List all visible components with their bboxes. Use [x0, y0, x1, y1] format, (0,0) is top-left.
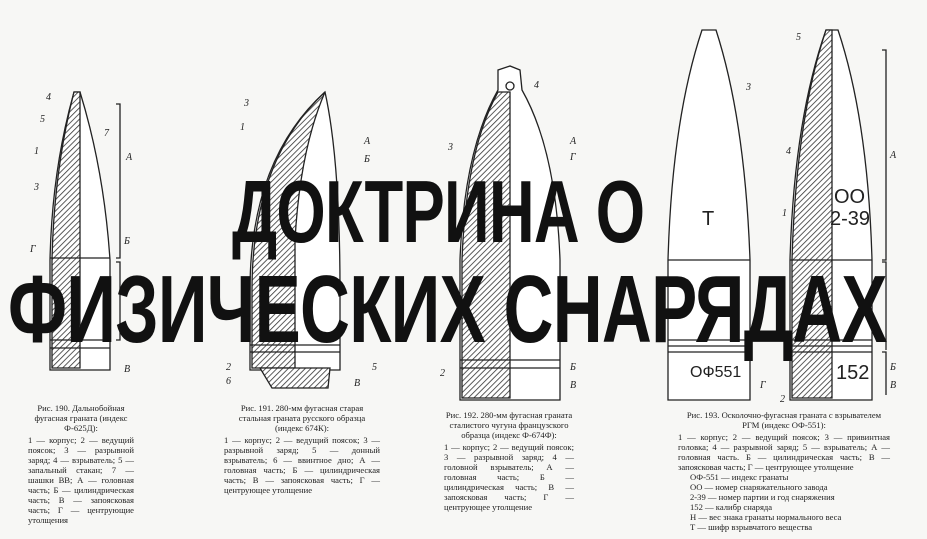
caption-legend: 1 — корпус; 2 — ведущий поясок; 3 — разр… [444, 442, 574, 512]
drawing-label: 3 [244, 98, 249, 109]
shell-marking: ОО [834, 186, 866, 208]
drawing-label: В [570, 380, 577, 391]
drawing-label: А [890, 150, 897, 161]
drawing-label: Б [890, 362, 896, 373]
drawing-label: 7 [104, 128, 109, 139]
drawing-label: 4 [46, 92, 51, 103]
caption-legend: 1 — корпус; 2 — ведущий поясок; 3 — разр… [224, 435, 380, 495]
shell-drawing-192 [459, 65, 561, 401]
caption-fig-191: Рис. 191. 280-мм фугасная старая стальна… [224, 403, 380, 495]
drawing-label: 4 [534, 80, 539, 91]
marking-item: 152 — калибр снаряда [690, 502, 773, 512]
marking-item: 2-39 — номер партии и год снаряжения [690, 492, 835, 502]
marking-legend: ОФ-551 — индекс гранаты ОО — номер снаря… [678, 472, 890, 532]
caption-legend: 1 — корпус; 2 — ведущий поясок; 3 — разр… [28, 435, 134, 525]
shell-drawing-193 [667, 29, 887, 401]
drawing-label: 2 [440, 368, 445, 379]
drawing-label: 1 [240, 122, 245, 133]
caption-heading: Рис. 190. Дальнобойная фугасная граната … [34, 403, 128, 433]
caption-heading: Рис. 191. 280-мм фугасная старая стальна… [238, 403, 366, 433]
title-line-1: ДОКТРИНА О [232, 162, 645, 261]
drawing-label: 2 [780, 394, 785, 405]
marking-item: ОО — номер снаряжательного завода [690, 482, 828, 492]
shell-marking: 2-39 [830, 208, 871, 230]
drawing-label: 3 [34, 182, 39, 193]
marking-item: ОФ-551 — индекс гранаты [690, 472, 789, 482]
drawing-label: А [364, 136, 371, 147]
drawing-label: 5 [372, 362, 377, 373]
drawing-label: 5 [40, 114, 45, 125]
marking-item: Т — шифр взрывчатого вещества [690, 522, 813, 532]
drawing-label: Г [570, 152, 576, 163]
drawing-label: А [570, 136, 577, 147]
caption-heading: Рис. 192. 280-мм фугасная граната сталис… [445, 410, 573, 440]
drawing-label: 2 [226, 362, 231, 373]
drawing-label: 3 [448, 142, 453, 153]
caption-fig-193: Рис. 193. Осколочно-фугасная граната с в… [678, 410, 890, 532]
shell-marking: 152 [836, 362, 870, 384]
drawing-label: Б [124, 236, 130, 247]
drawing-label: Г [760, 380, 766, 391]
drawing-label: В [890, 380, 897, 391]
marking-item: Н — вес знака гранаты нормального веса [690, 512, 842, 522]
drawing-label: 6 [226, 376, 231, 387]
drawing-label: 1 [34, 146, 39, 157]
title-line-2: ФИЗИЧЕСКИХ СНАРЯДАХ [8, 256, 888, 363]
drawing-label: 4 [786, 146, 791, 157]
caption-fig-190: Рис. 190. Дальнобойная фугасная граната … [28, 403, 134, 525]
caption-fig-192: Рис. 192. 280-мм фугасная граната сталис… [444, 410, 574, 512]
caption-heading: Рис. 193. Осколочно-фугасная граната с в… [686, 410, 882, 430]
shell-marking: ОФ551 [690, 364, 742, 381]
drawing-label: 3 [746, 82, 751, 93]
drawing-label: А [126, 152, 133, 163]
drawing-label: 1 [782, 208, 787, 219]
shell-marking: Т [702, 208, 715, 230]
drawing-label: В [124, 364, 131, 375]
shell-drawing-191 [249, 90, 341, 389]
drawing-label: Б [570, 362, 576, 373]
shell-drawing-190 [49, 91, 121, 371]
drawing-label: Б [364, 154, 370, 165]
drawing-label: 5 [796, 32, 801, 43]
caption-legend: 1 — корпус; 2 — ведущий поясок; 3 — прив… [678, 432, 890, 472]
drawing-label: В [354, 378, 361, 389]
drawing-label: Г [30, 244, 36, 255]
